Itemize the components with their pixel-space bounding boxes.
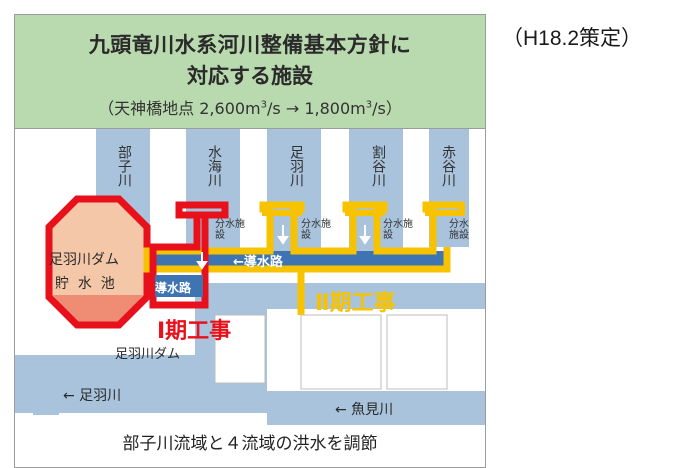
headrace-label-left: 導水路 <box>155 281 192 295</box>
phase2-bottom-line <box>213 247 451 273</box>
headrace-tunnel <box>147 251 447 269</box>
subtitle-part2: /s → 1,800m <box>267 99 366 118</box>
uomi-river-channel <box>267 391 485 425</box>
diversion-facility-asuwa: 分水施設 <box>301 219 331 241</box>
cap-akaya <box>425 202 465 216</box>
land-block-2 <box>300 314 382 390</box>
diversion-facility-wariya: 分水施設 <box>383 219 413 241</box>
phase1-headrace <box>149 215 209 309</box>
subtitle-part1: （天神橋地点 2,600m <box>98 99 261 118</box>
reservoir-label-line2: 貯 水 池 <box>55 276 115 292</box>
cap-wariya <box>345 202 385 216</box>
label-mizumi-river: 水海川 <box>206 145 222 187</box>
label-akaya-river: 赤谷川 <box>440 145 456 187</box>
header-subtitle: （天神橋地点 2,600m3/s → 1,800m3/s） <box>15 95 485 119</box>
reservoir-label: 足羽川ダム <box>49 252 119 268</box>
phase1-headrace-fill <box>155 275 203 297</box>
header-title-line2: 対応する施設 <box>187 64 313 88</box>
headrace-label-right: ←導水路 <box>233 255 283 270</box>
reservoir-fill <box>49 199 147 325</box>
header-title-line1: 九頭竜川水系河川整備基本方針に <box>88 33 412 57</box>
dam-label: 足羽川ダム <box>115 347 181 362</box>
subtitle-part3: /s） <box>372 99 402 118</box>
uomi-river-label: ← 魚見川 <box>335 402 394 418</box>
arrow-head-asuwa <box>277 236 289 245</box>
facility-schematic <box>15 129 485 425</box>
formulation-date-note: （H18.2策定） <box>502 27 643 50</box>
phase2-caps <box>262 202 465 216</box>
diagram-header: 九頭竜川水系河川整備基本方針に 対応する施設 （天神橋地点 2,600m3/s … <box>15 15 485 129</box>
flow-arrows <box>196 225 371 270</box>
land-block-1 <box>214 314 266 384</box>
land-blocks <box>214 314 448 390</box>
land-block-3 <box>386 314 448 390</box>
facility-diagram-panel: 九頭竜川水系河川整備基本方針に 対応する施設 （天神橋地点 2,600m3/s … <box>14 14 486 468</box>
lower-stub <box>33 375 59 415</box>
subtitle-superscript-2: 3 <box>365 99 373 111</box>
label-heko-river: 部子川 <box>116 145 132 187</box>
phase1-outline <box>149 201 229 309</box>
phase2-left-stub <box>143 247 213 273</box>
diagram-footer: 部子川流域と４流域の洪水を調節 <box>122 434 378 454</box>
phase1-label: Ⅰ期工事 <box>157 319 232 344</box>
arrow-head-mizumi <box>196 261 208 270</box>
reservoir-bottom <box>53 295 143 325</box>
asuwa-river-label: ← 足羽川 <box>63 388 122 404</box>
diversion-facility-akaya: 分水施設 <box>449 219 469 241</box>
arrow-head-wariya <box>359 236 371 245</box>
label-asuwa-upper-river: 足羽川 <box>288 145 304 187</box>
diversion-facility-mizumi: 分水施設 <box>215 219 245 241</box>
subtitle-superscript-1: 3 <box>260 99 268 111</box>
cap-asuwa <box>262 202 302 216</box>
phase2-label: Ⅱ期工事 <box>315 291 396 316</box>
label-wariya-river: 割谷川 <box>370 145 386 187</box>
reservoir-outline <box>45 195 151 329</box>
